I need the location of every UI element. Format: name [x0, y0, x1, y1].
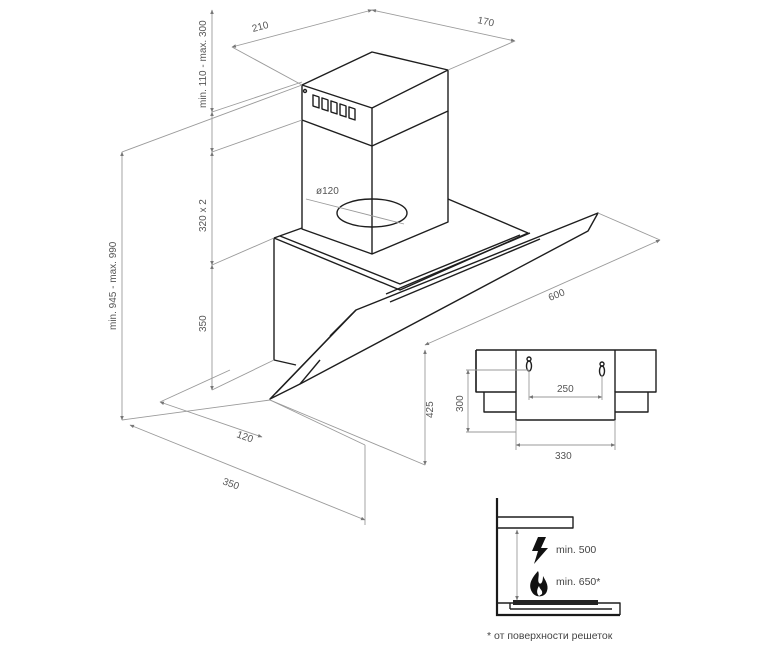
lightning-icon — [532, 537, 548, 564]
electric-min-label: min. 500 — [556, 544, 596, 556]
hood-isometric-view — [269, 51, 599, 400]
dim-chimney-range: min. 110 - max. 300 — [198, 20, 209, 108]
dim-total-height: min. 945 - max. 990 — [108, 241, 119, 330]
vent-slots — [312, 94, 356, 121]
dimension-lines — [120, 9, 661, 525]
dim-210: 210 — [251, 20, 270, 35]
installation-footnote: * от поверхности решеток — [487, 630, 613, 642]
gas-min-label: min. 650* — [556, 576, 600, 588]
dimension-labels: 210 170 min. 110 - max. 300 320 x 2 min.… — [108, 15, 567, 493]
mounting-hole-right — [598, 361, 606, 377]
dim-120: 120 — [235, 429, 255, 445]
flame-icon — [530, 571, 548, 597]
dim-350-depth: 350 — [221, 476, 241, 492]
mounting-hole-left — [525, 356, 533, 372]
dim-600: 600 — [547, 287, 567, 304]
mount-250: 250 — [557, 384, 574, 395]
dim-320x2: 320 x 2 — [198, 199, 209, 232]
dim-350-height: 350 — [198, 315, 209, 332]
dim-425: 425 — [425, 401, 436, 418]
mount-330: 330 — [555, 451, 572, 462]
installation-height-detail: min. 500 min. 650* * от поверхности реше… — [487, 498, 621, 642]
mounting-bracket-detail: 250 300 330 — [455, 349, 657, 462]
mount-300: 300 — [455, 395, 466, 412]
chimney-upper-cover — [301, 51, 449, 147]
chimney-lower-cover — [301, 111, 449, 255]
dim-170: 170 — [476, 15, 495, 29]
dim-duct: ø120 — [316, 186, 339, 197]
